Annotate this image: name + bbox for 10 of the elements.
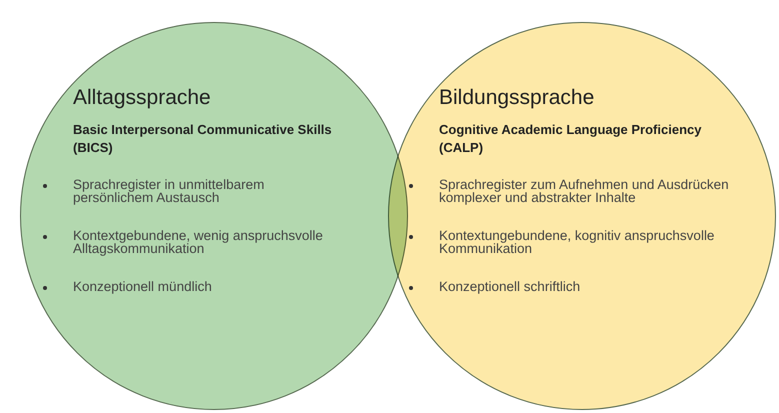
bullet-text: Kontextgebundene, wenig anspruchsvolle Alltagskommunikation	[73, 230, 324, 256]
circle-heading: Bildungssprache	[439, 86, 594, 110]
bullet-text: Konzeptionell schriftlich	[439, 281, 582, 294]
circle-subheading: Basic Interpersonal Communicative Skills (BICS)	[73, 121, 333, 156]
bullet-text: Konzeptionell mündlich	[73, 281, 213, 294]
bullet-text: Sprachregister in unmittelbarem persönlichem Austausch	[73, 179, 266, 205]
circle-subheading: Cognitive Academic Language Proficiency (CALP)	[439, 121, 702, 156]
bullet-text: Kontextungebundene, kognitiv anspruchsvolle Kommunikation	[439, 230, 716, 256]
circle-heading: Alltagssprache	[73, 86, 211, 110]
bullet-text: Sprachregister zum Aufnehmen und Ausdrücken komplexer und abstrakter Inhalte	[439, 179, 730, 205]
